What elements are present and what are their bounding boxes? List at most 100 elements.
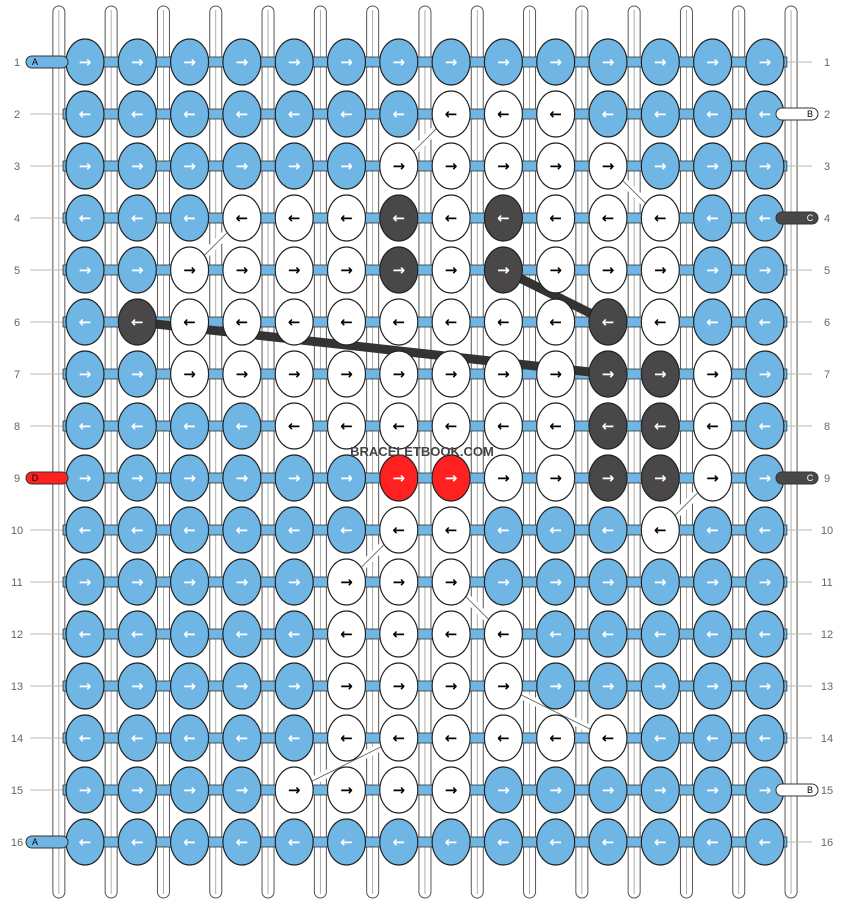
arrow-right-icon: → [549,53,562,71]
arrow-right-icon: → [79,261,92,279]
knot [326,90,367,138]
right-edge-string [775,783,819,797]
knot [640,558,680,606]
arrow-right-icon: → [131,53,144,71]
arrow-right-icon: → [759,261,772,279]
arrow-left-icon: ← [131,625,144,643]
arrow-right-icon: → [79,157,92,175]
knot [222,454,262,502]
arrow-right-icon: → [340,677,353,695]
knot [170,506,210,554]
arrow-left-icon: ← [183,417,196,435]
arrow-left-icon: ← [497,729,510,747]
arrow-right-icon: → [602,53,615,71]
knot [483,142,523,190]
arrow-right-icon: → [706,677,719,695]
knot [692,454,733,502]
knot [379,506,419,554]
arrow-right-icon: → [497,261,510,279]
arrow-left-icon: ← [288,625,301,643]
knot [536,714,576,762]
knot [117,298,157,346]
left-edge-string [25,835,69,849]
arrow-right-icon: → [236,157,249,175]
knot [431,558,471,606]
left-edge-tag: A [32,57,38,67]
knot [379,714,419,762]
arrow-right-icon: → [706,365,719,383]
knot [117,90,157,138]
knot [588,142,628,190]
arrow-right-icon: → [445,157,458,175]
knot [692,662,733,710]
knot [640,506,680,554]
arrow-left-icon: ← [79,625,92,643]
row-number-right: 3 [824,161,830,173]
knot [483,350,523,398]
knot [483,402,523,450]
arrow-right-icon: → [79,53,92,71]
arrow-left-icon: ← [131,417,144,435]
knot [745,506,785,554]
row-number-left: 4 [14,213,20,225]
row-band [62,316,788,328]
knot [483,766,523,814]
row-number-left: 8 [14,421,20,433]
knot [640,714,680,762]
arrow-left-icon: ← [236,417,249,435]
arrow-right-icon: → [654,573,667,591]
knot [379,402,419,450]
arrow-right-icon: → [340,261,353,279]
arrow-right-icon: → [288,365,301,383]
arrow-left-icon: ← [654,313,667,331]
arrow-right-icon: → [131,469,144,487]
arrow-right-icon: → [79,469,92,487]
knot [274,610,314,658]
arrow-right-icon: → [393,53,406,71]
row-number-right: 5 [824,265,830,277]
knot [640,818,680,866]
arrow-right-icon: → [183,469,196,487]
arrow-left-icon: ← [706,833,719,851]
arrow-left-icon: ← [183,625,196,643]
knot [222,298,262,346]
knot [326,142,367,190]
arrow-left-icon: ← [602,625,615,643]
arrow-left-icon: ← [183,729,196,747]
arrow-right-icon: → [445,677,458,695]
arrow-right-icon: → [131,261,144,279]
arrow-left-icon: ← [340,625,353,643]
knot [170,194,210,242]
row-number-left: 3 [14,161,20,173]
right-edge-string [775,211,819,225]
arrow-left-icon: ← [602,833,615,851]
knot [431,662,471,710]
knot [274,402,314,450]
arrow-left-icon: ← [79,521,92,539]
arrow-left-icon: ← [706,105,719,123]
arrow-right-icon: → [183,781,196,799]
knot [170,610,210,658]
arrow-right-icon: → [183,677,196,695]
arrow-right-icon: → [445,53,458,71]
knot [222,610,262,658]
knot [170,662,210,710]
knot [326,558,367,606]
knot [588,506,628,554]
arrow-right-icon: → [183,53,196,71]
knot [431,506,471,554]
knot [640,246,680,294]
arrow-right-icon: → [340,781,353,799]
arrow-right-icon: → [549,157,562,175]
arrow-right-icon: → [759,677,772,695]
arrow-right-icon: → [288,469,301,487]
knot [640,90,680,138]
watermark: BRACELETBOOK.COM [350,444,494,459]
knot [588,454,628,502]
arrow-right-icon: → [549,469,562,487]
row-band [62,160,788,172]
horizontal-rows [30,56,812,848]
knot [379,194,419,242]
arrow-left-icon: ← [497,833,510,851]
knot [536,402,576,450]
